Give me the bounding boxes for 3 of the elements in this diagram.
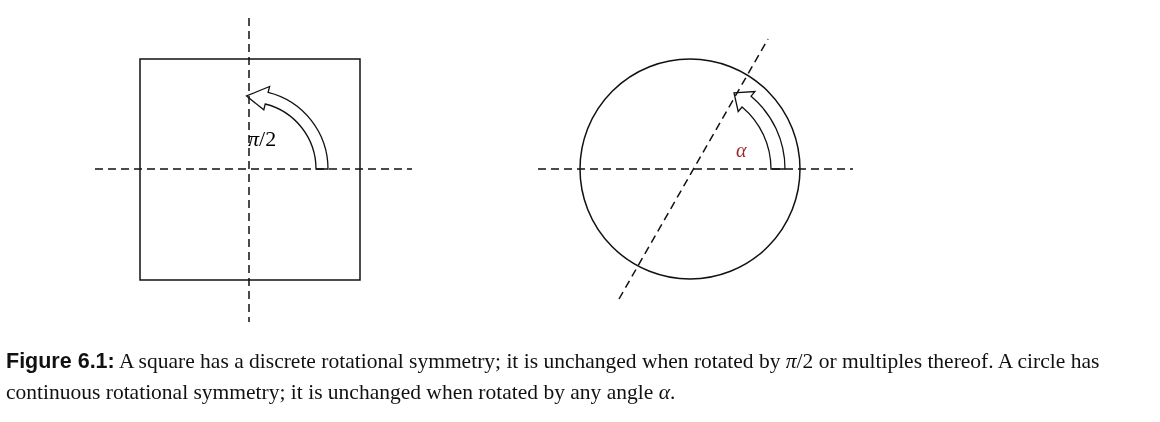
- figure-caption: Figure 6.1: A square has a discrete rotational symmetry; it is unchanged when rotated by π/2 or multiples thereof. A circle has continuous rotational symmetry; it is unchanged when rotated by any angle α.: [6, 348, 1101, 407]
- angle-label: π/2: [248, 128, 277, 150]
- angle-label: α: [736, 140, 747, 160]
